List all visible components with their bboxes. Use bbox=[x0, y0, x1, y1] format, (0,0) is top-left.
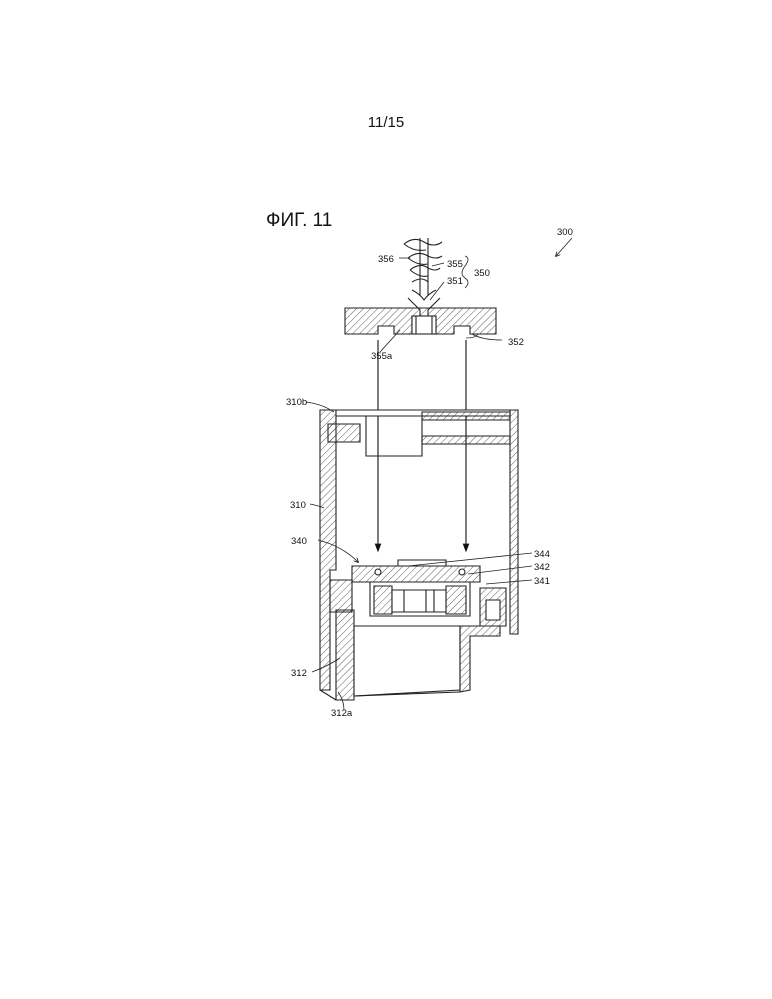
label-344: 344 bbox=[534, 549, 550, 560]
label-352: 352 bbox=[508, 337, 524, 348]
valve-assembly-340 bbox=[330, 560, 506, 626]
label-342: 342 bbox=[534, 562, 550, 573]
label-356: 356 bbox=[378, 254, 394, 265]
label-351: 351 bbox=[447, 276, 463, 287]
label-312a: 312a bbox=[331, 708, 353, 719]
label-300: 300 bbox=[557, 227, 573, 238]
label-341: 341 bbox=[534, 576, 550, 587]
label-310b: 310b bbox=[286, 397, 307, 408]
label-340: 340 bbox=[291, 536, 307, 547]
label-350: 350 bbox=[474, 268, 490, 279]
label-312: 312 bbox=[291, 668, 307, 679]
label-355: 355 bbox=[447, 259, 463, 270]
cap-plate-352 bbox=[345, 308, 496, 334]
label-355a: 355a bbox=[371, 351, 393, 362]
label-310: 310 bbox=[290, 500, 306, 511]
